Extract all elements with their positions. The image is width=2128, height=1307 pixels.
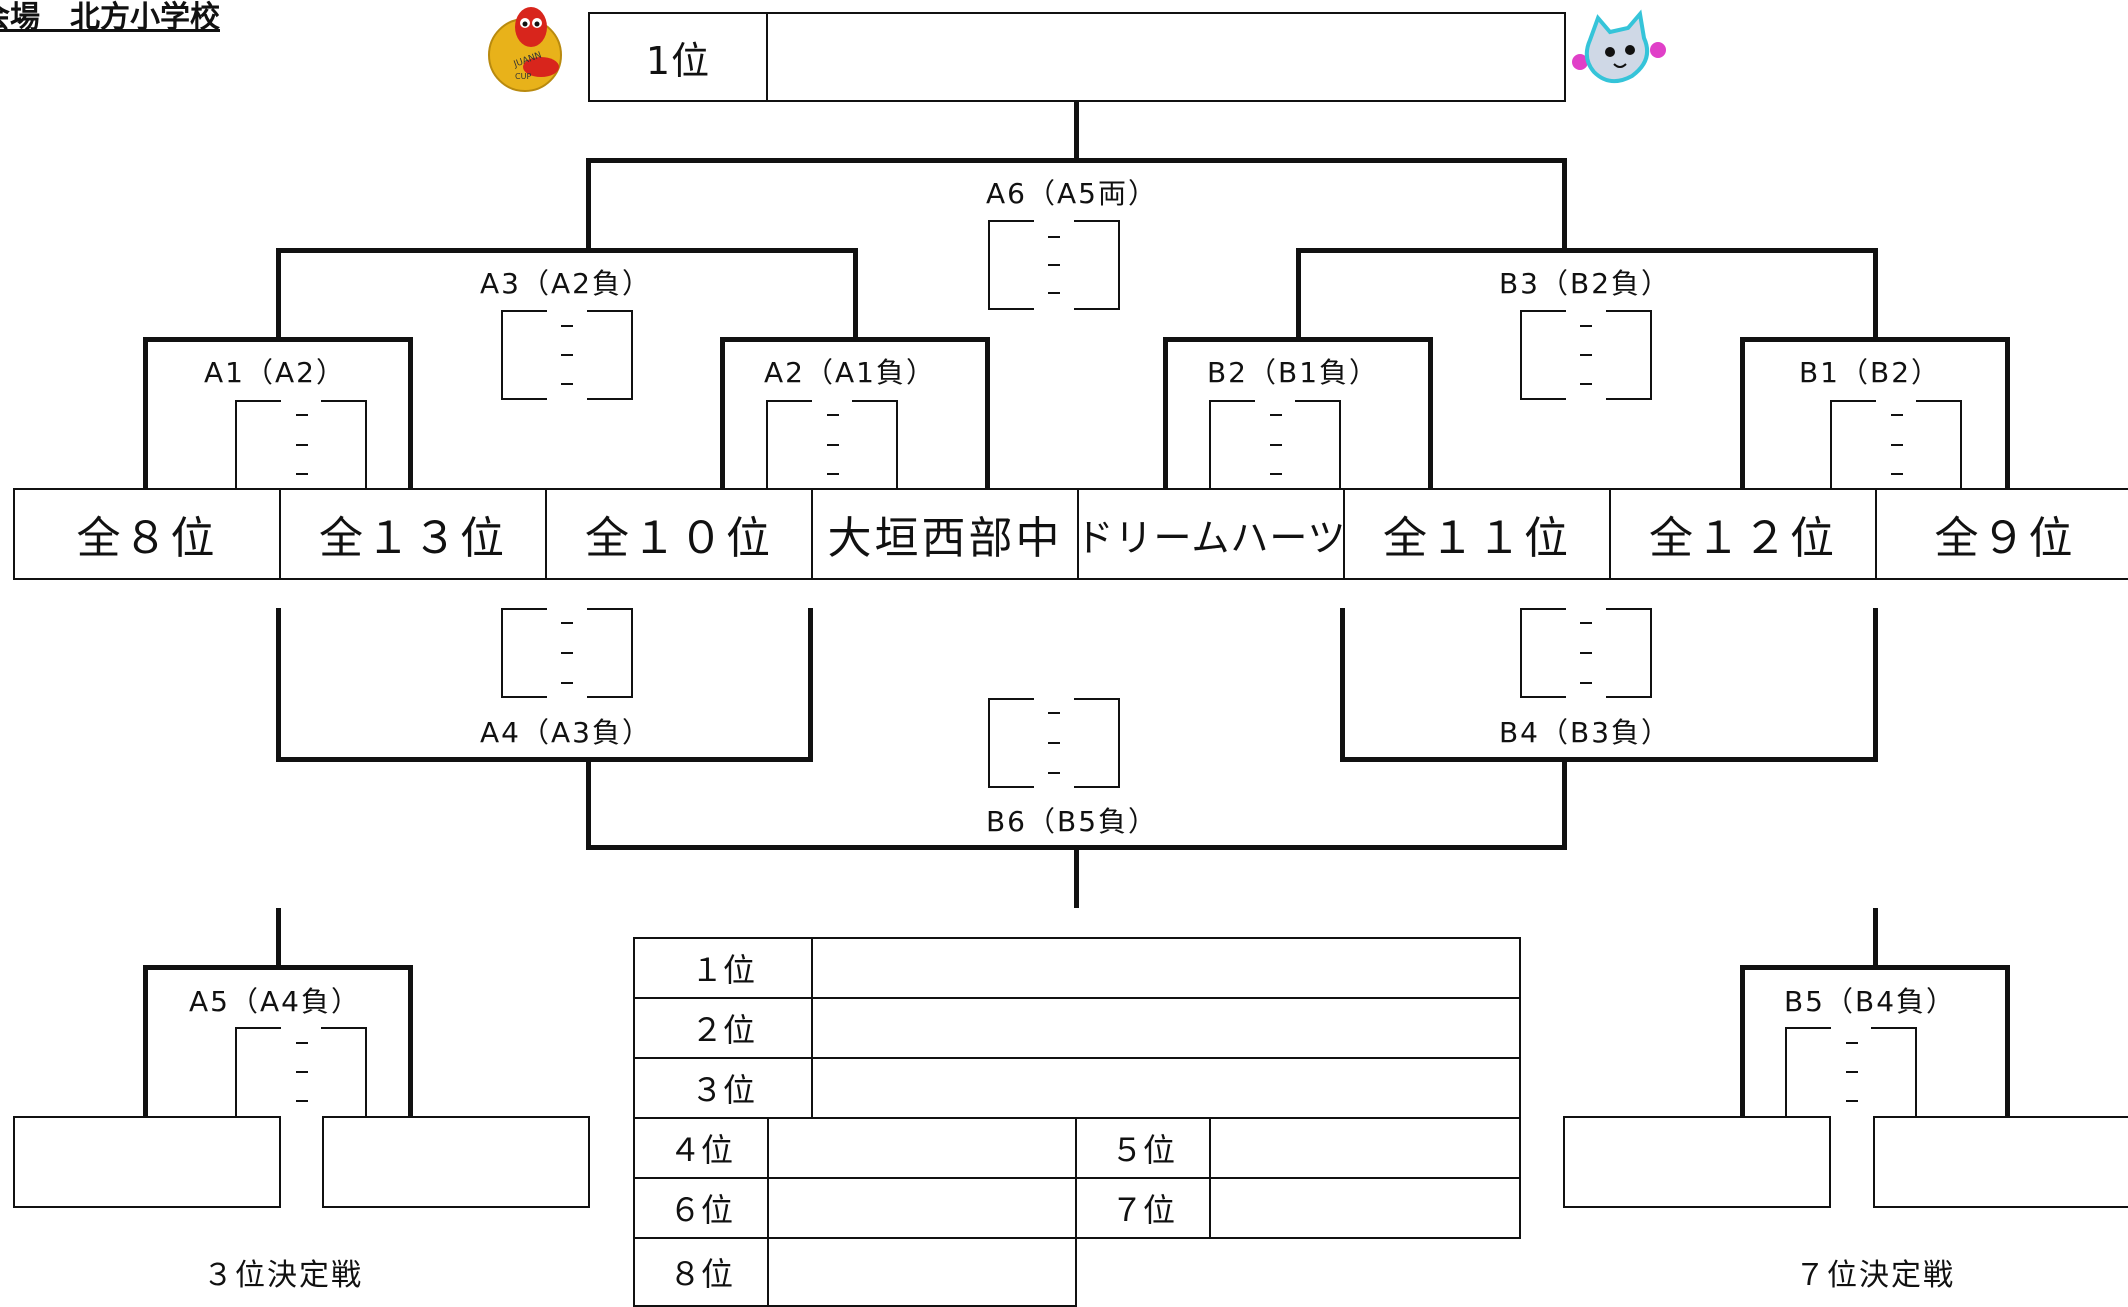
mascot-logo	[1572, 9, 1666, 84]
match-label-b6: B6（B5負）	[985, 805, 1159, 838]
third-place-label: ３位決定戦	[203, 1258, 363, 1293]
match-label-a6: A6（A5両）	[986, 177, 1158, 210]
match-label-a3: A3（A2負）	[480, 267, 652, 300]
result-rank-label: ２位	[633, 997, 813, 1059]
final-rank-label: 1位	[645, 38, 711, 83]
team-name: 大垣西部中	[827, 513, 1063, 564]
team-name: 全９位	[1934, 513, 2076, 564]
result-rank-label: ３位	[633, 1057, 813, 1119]
result-rank-value	[1209, 1117, 1521, 1179]
result-rank-label: ６位	[633, 1177, 769, 1239]
match-label-a2: A2（A1負）	[764, 356, 936, 389]
team-cell: 全９位	[1875, 488, 2128, 580]
result-rank-label: ５位	[1075, 1117, 1211, 1179]
result-rank-label: ４位	[633, 1117, 769, 1179]
team-cell: 大垣西部中	[811, 488, 1079, 580]
match-label-b5: B5（B4負）	[1783, 985, 1957, 1018]
seventh-place-team-box	[1563, 1116, 1831, 1208]
team-cell: 全１０位	[545, 488, 813, 580]
third-place-team-box	[13, 1116, 281, 1208]
result-rank-value	[811, 937, 1521, 999]
third-place-team-box	[322, 1116, 590, 1208]
team-name: 全１３位	[319, 513, 507, 564]
venue-header: 会場 北方小学校	[0, 0, 220, 35]
result-rank-value	[1209, 1177, 1521, 1239]
final-rank-cell: 1位	[588, 12, 768, 102]
seventh-place-team-box	[1873, 1116, 2128, 1208]
result-rank-value	[811, 997, 1521, 1059]
team-name: 全１２位	[1649, 513, 1837, 564]
result-rank-label: ７位	[1075, 1177, 1211, 1239]
seventh-place-label: ７位決定戦	[1795, 1258, 1955, 1293]
result-rank-value	[767, 1237, 1077, 1307]
match-label-a1: A1（A2）	[204, 356, 346, 389]
team-cell: 全１３位	[279, 488, 547, 580]
result-rank-value	[811, 1057, 1521, 1119]
match-label-b4: B4（B3負）	[1498, 716, 1672, 749]
team-cell: 全１２位	[1609, 488, 1877, 580]
match-label-a4: A4（A3負）	[480, 716, 652, 749]
result-rank-value	[767, 1177, 1077, 1239]
match-label-b3: B3（B2負）	[1498, 267, 1672, 300]
result-rank-label: ８位	[633, 1237, 769, 1307]
team-cell: 全１１位	[1343, 488, 1611, 580]
team-cell: 全８位	[13, 488, 281, 580]
juann-cup-logo: JUANN CUP	[488, 7, 562, 92]
team-name: 全１０位	[585, 513, 773, 564]
team-cell: ドリームハーツ	[1075, 488, 1347, 580]
team-name: 全８位	[76, 513, 218, 564]
final-winner-cell	[766, 12, 1566, 102]
team-name: 全１１位	[1383, 513, 1571, 564]
result-rank-label: １位	[633, 937, 813, 999]
match-label-b2: B2（B1負）	[1206, 356, 1380, 389]
team-name: ドリームハーツ	[1075, 515, 1347, 560]
result-rank-value	[767, 1117, 1077, 1179]
match-label-a5: A5（A4負）	[189, 985, 361, 1018]
svg-text:CUP: CUP	[515, 72, 531, 81]
match-label-b1: B1（B2）	[1798, 356, 1942, 389]
